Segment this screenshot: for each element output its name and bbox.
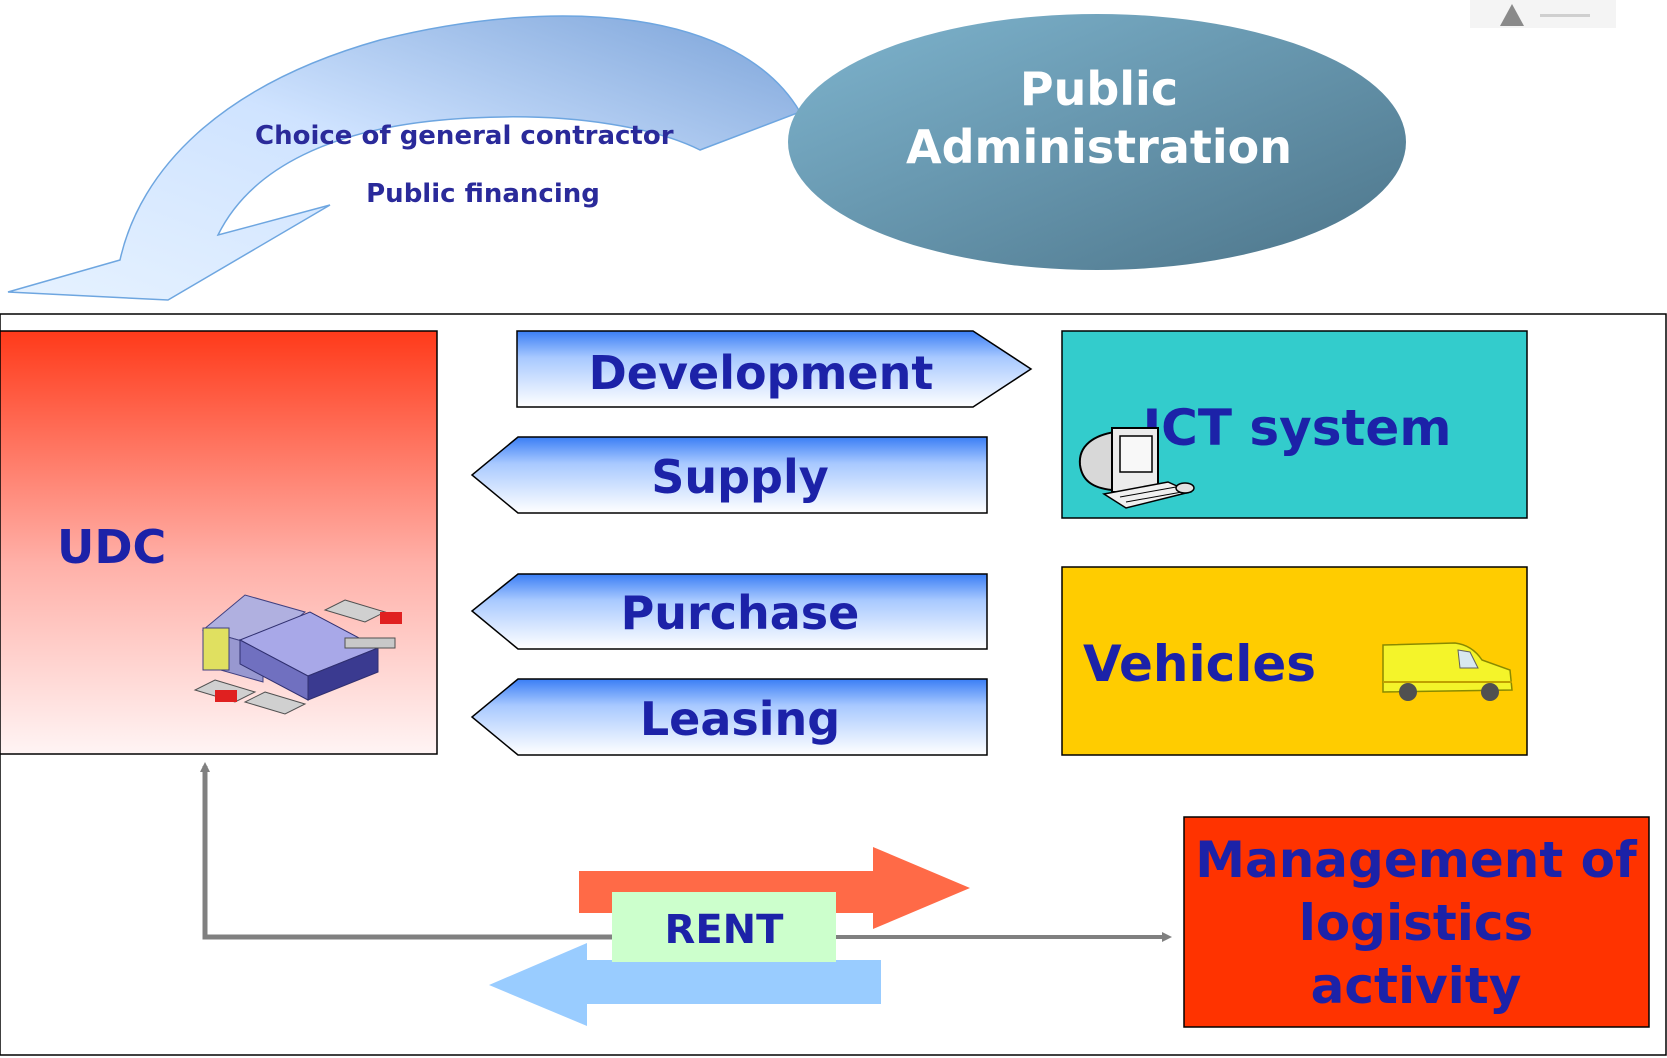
udc-label: UDC [57, 520, 166, 574]
management-title-3: activity [1311, 957, 1522, 1015]
management-title-2: logistics [1299, 894, 1534, 952]
curved-arrow [7, 15, 802, 301]
curved-arrow-text-2: Public financing [366, 179, 600, 209]
purchase-arrow[interactable] [470, 573, 988, 650]
rent-left-arrow-body [587, 960, 881, 1004]
supply-arrow[interactable] [470, 436, 988, 514]
rent-label: RENT [665, 907, 785, 953]
supply-label: Supply [651, 450, 829, 504]
development-arrow[interactable] [516, 330, 1033, 408]
development-label: Development [589, 346, 934, 400]
logo-icon [1470, 0, 1616, 28]
main-frame [0, 313, 1667, 1056]
connector-to-udc [200, 762, 612, 940]
leasing-arrow[interactable] [470, 678, 988, 756]
public-admin-title-2: Administration [906, 120, 1292, 174]
van-icon [1382, 642, 1513, 701]
purchase-label: Purchase [621, 586, 860, 640]
public-admin-ellipse [788, 14, 1406, 270]
warehouse-icon [193, 594, 402, 715]
ict-label: ICT system [1143, 399, 1452, 457]
public-admin-title-1: Public [1020, 62, 1178, 116]
management-title-1: Management of [1195, 831, 1638, 889]
rent-box [612, 892, 836, 962]
leasing-label: Leasing [640, 692, 840, 746]
computer-icon [1078, 427, 1195, 509]
vehicles-label: Vehicles [1083, 635, 1316, 693]
management-box [1183, 816, 1650, 1028]
curved-arrow-text-1: Choice of general contractor [255, 121, 674, 151]
